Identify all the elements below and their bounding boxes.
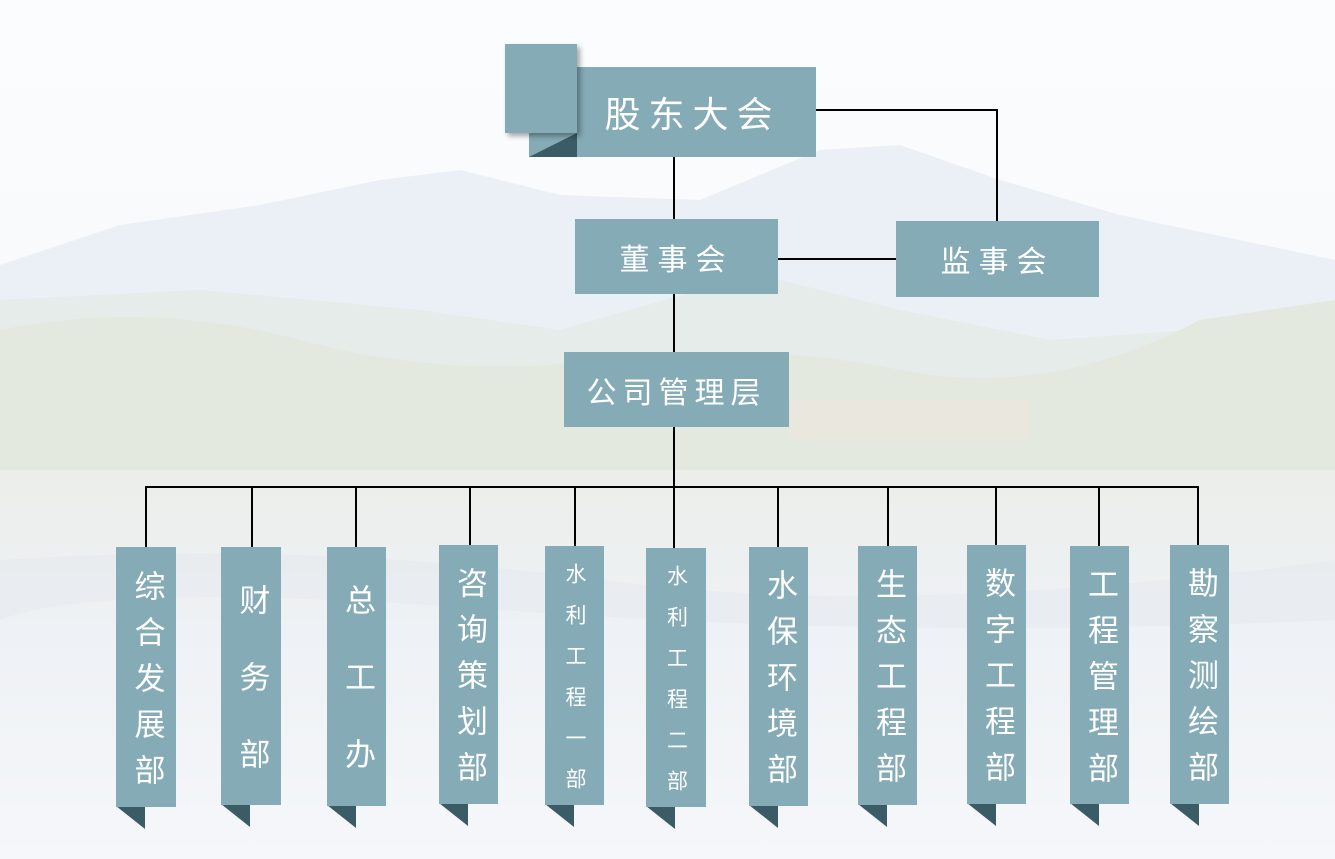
connector-department — [673, 486, 675, 548]
connector-department — [469, 486, 471, 545]
department-box[interactable]: 财务部 — [221, 547, 281, 815]
department-box[interactable]: 工程管理部 — [1070, 546, 1129, 804]
connector-department — [995, 486, 997, 545]
connector-board-to-management — [673, 293, 675, 353]
shareholders-tab — [505, 44, 577, 133]
connector-management-down — [673, 426, 675, 488]
connector-top-to-supervisors-v — [996, 109, 998, 221]
connector-departments-bus — [145, 486, 1199, 488]
board-of-directors-label: 董事会 — [619, 242, 734, 278]
connector-board-to-supervisors — [777, 258, 897, 260]
department-label: 生态工程部 — [870, 568, 906, 798]
connector-department — [1197, 486, 1199, 545]
department-label: 工程管理部 — [1082, 567, 1118, 798]
department-label: 水利工程一部 — [563, 562, 587, 809]
board-of-supervisors-label: 监事会 — [940, 245, 1055, 280]
board-of-directors-box[interactable]: 董事会 — [575, 219, 778, 294]
management-box[interactable]: 公司管理层 — [564, 352, 789, 427]
department-label: 咨询策划部 — [451, 567, 487, 797]
department-label: 总工办 — [339, 584, 375, 815]
connector-department — [574, 486, 576, 546]
department-label: 水保环境部 — [761, 569, 797, 799]
connector-department — [355, 486, 357, 547]
department-box[interactable]: 总工办 — [327, 547, 386, 815]
department-label: 数字工程部 — [979, 567, 1015, 797]
shareholders-meeting-label: 股东大会 — [604, 95, 781, 136]
department-label: 财务部 — [233, 583, 270, 815]
department-box[interactable]: 水利工程一部 — [545, 546, 604, 809]
department-label: 水利工程二部 — [664, 564, 689, 811]
department-box[interactable]: 水保环境部 — [749, 547, 808, 806]
connector-department — [251, 486, 253, 547]
connector-department — [777, 486, 779, 547]
department-box[interactable]: 生态工程部 — [858, 546, 917, 805]
department-box[interactable]: 咨询策划部 — [439, 545, 498, 804]
department-box[interactable]: 水利工程二部 — [646, 548, 706, 811]
connector-top-to-supervisors-h — [815, 109, 998, 111]
connector-top-to-board — [673, 156, 675, 220]
connector-department — [1098, 486, 1100, 546]
connector-department — [145, 486, 147, 547]
department-box[interactable]: 数字工程部 — [967, 545, 1026, 804]
board-of-supervisors-box[interactable]: 监事会 — [896, 221, 1099, 297]
department-label: 综合发展部 — [128, 569, 165, 800]
management-label: 公司管理层 — [586, 375, 767, 411]
connector-department — [887, 486, 889, 546]
department-label: 勘察测绘部 — [1182, 567, 1218, 797]
department-box[interactable]: 勘察测绘部 — [1170, 545, 1229, 804]
department-box[interactable]: 综合发展部 — [116, 547, 176, 807]
